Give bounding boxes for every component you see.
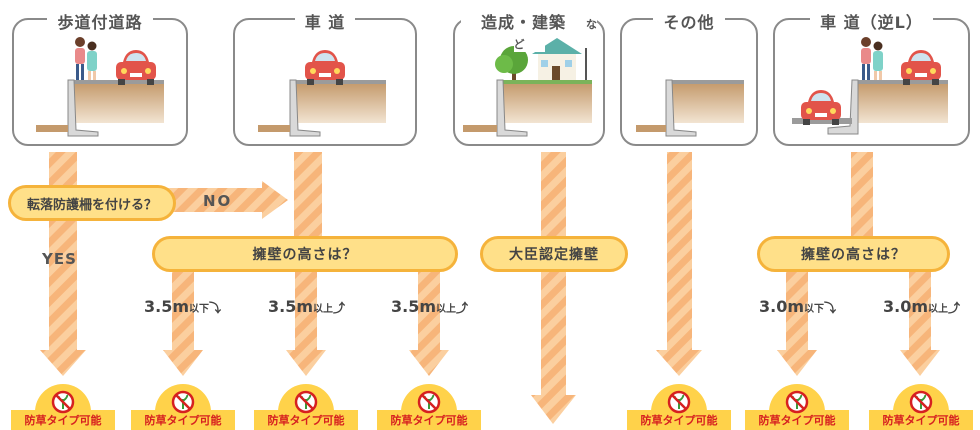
- no-weed-icon: [785, 390, 809, 414]
- panel-title: 造成・建築: [470, 13, 576, 32]
- scene-road: [258, 50, 386, 137]
- no-weed-icon: [294, 390, 318, 414]
- height-label: 3.0m以下⤵: [759, 297, 837, 316]
- no-weed-icon: [667, 390, 691, 414]
- scene-road-inverse-l: [792, 37, 948, 135]
- panel-title: 車 道（逆L）: [810, 13, 933, 32]
- panel-title: 歩道付道路: [47, 13, 153, 32]
- arrow-h3: [409, 270, 449, 376]
- height-label: 3.5m以下⤵: [144, 297, 222, 316]
- arrow-h2: [286, 270, 326, 376]
- arrow-inv-down: [851, 152, 873, 238]
- height-label: 3.0m以上⤴: [883, 297, 961, 316]
- scene-development: [463, 38, 592, 137]
- badge-text: 防草タイプ可能: [144, 414, 222, 427]
- badge-text: 防草タイプ可能: [390, 414, 468, 427]
- no-weed-icon: [909, 390, 933, 414]
- panel-title: その他: [653, 13, 725, 32]
- arrow-h5: [900, 270, 940, 376]
- panel-title: 車 道: [294, 13, 356, 32]
- scene-other: [636, 79, 744, 137]
- height-label: 3.5m以上⤴: [391, 297, 469, 316]
- question-guardrail: 転落防護柵を付ける？: [8, 185, 176, 221]
- arrow-h1: [163, 270, 203, 376]
- anti-weed-badge: 防草タイプ可能: [11, 384, 115, 430]
- anti-weed-badge: 防草タイプ可能: [131, 384, 235, 430]
- panel-development: 造成・建築など: [453, 13, 605, 146]
- height-label: 3.5m以上⤴: [268, 297, 346, 316]
- no-weed-icon: [417, 390, 441, 414]
- arrow-dev-top: [541, 152, 566, 236]
- label-no: NO: [203, 192, 233, 210]
- arrow-dev-bottom: [531, 272, 576, 424]
- badge-text: 防草タイプ可能: [24, 414, 102, 427]
- anti-weed-badge: 防草タイプ可能: [869, 384, 973, 430]
- anti-weed-badge: 防草タイプ可能: [254, 384, 358, 430]
- badge-text: 防草タイプ可能: [882, 414, 960, 427]
- panel-road: 車 道: [233, 13, 417, 146]
- arrow-no: [165, 181, 288, 219]
- scene-sidewalk-road: [36, 37, 164, 137]
- certified-wall: 大臣認定擁壁: [480, 236, 628, 272]
- panel-road-inverse-l: 車 道（逆L）: [773, 13, 970, 146]
- badge-text: 防草タイプ可能: [640, 414, 718, 427]
- no-weed-icon: [171, 390, 195, 414]
- arrow-other: [656, 152, 702, 376]
- anti-weed-badge: 防草タイプ可能: [377, 384, 481, 430]
- panel-other: その他: [620, 13, 758, 146]
- question-wall-height: 擁壁の高さは？: [152, 236, 458, 272]
- badge-text: 防草タイプ可能: [758, 414, 836, 427]
- panel-sidewalk-road: 歩道付道路: [12, 13, 188, 146]
- no-weed-icon: [51, 390, 75, 414]
- arrow-h4: [777, 270, 817, 376]
- arrow-road-down: [294, 152, 322, 238]
- anti-weed-badge: 防草タイプ可能: [745, 384, 849, 430]
- label-yes: YES: [42, 250, 77, 268]
- question-wall-height-inverse: 擁壁の高さは？: [757, 236, 950, 272]
- badge-text: 防草タイプ可能: [267, 414, 345, 427]
- anti-weed-badge: 防草タイプ可能: [627, 384, 731, 430]
